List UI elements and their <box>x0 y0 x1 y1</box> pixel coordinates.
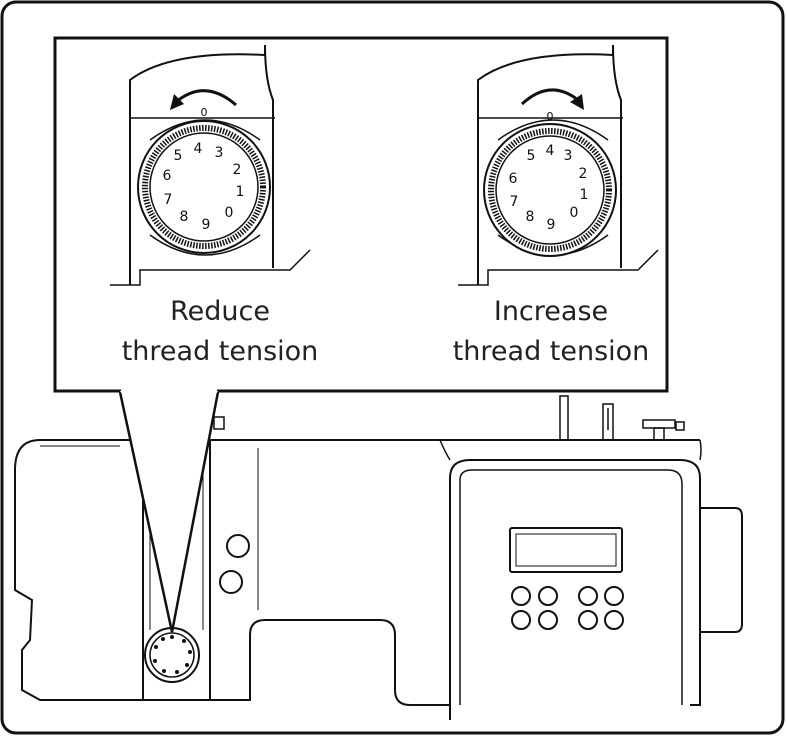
svg-text:0: 0 <box>225 205 234 221</box>
machine-button-upper <box>226 534 250 558</box>
svg-text:8: 8 <box>180 209 189 225</box>
increase-caption-line1: Increase <box>493 296 609 327</box>
machine-arm-lower <box>210 619 450 706</box>
svg-text:3: 3 <box>564 148 573 164</box>
svg-text:1: 1 <box>580 187 589 203</box>
svg-text:4: 4 <box>194 141 203 157</box>
keypad <box>511 586 624 630</box>
reduce-dial-numbers: 0 1 2 3 4 5 6 7 8 9 <box>163 141 245 233</box>
increase-dial-numbers: 0 1 2 3 4 5 6 7 8 9 <box>509 143 589 233</box>
increase-dial <box>483 123 617 257</box>
svg-text:6: 6 <box>163 168 172 184</box>
svg-text:2: 2 <box>233 162 242 178</box>
machine-right-head <box>449 459 701 720</box>
svg-text:6: 6 <box>509 171 518 187</box>
increase-caption-line2: thread tension <box>452 336 650 367</box>
svg-text:9: 9 <box>202 217 211 233</box>
svg-text:4: 4 <box>546 143 555 159</box>
increase-arrow <box>520 88 579 106</box>
svg-text:7: 7 <box>510 194 519 210</box>
increase-caption: Increase thread tension <box>431 292 671 372</box>
handwheel <box>700 507 743 633</box>
reduce-caption-line1: Reduce <box>170 296 270 327</box>
svg-text:9: 9 <box>547 217 556 233</box>
svg-text:3: 3 <box>215 145 224 161</box>
reduce-arrow <box>175 89 237 107</box>
sewing-machine <box>14 395 743 720</box>
svg-text:8: 8 <box>526 209 535 225</box>
reduce-caption: Reduce thread tension <box>100 292 340 372</box>
svg-text:5: 5 <box>527 148 536 164</box>
reduce-dial <box>137 120 271 254</box>
svg-text:5: 5 <box>174 148 183 164</box>
reduce-caption-line2: thread tension <box>121 336 319 367</box>
machine-left-cap <box>14 439 150 701</box>
lcd-display <box>509 527 623 573</box>
svg-text:7: 7 <box>164 192 173 208</box>
svg-text:1: 1 <box>236 184 245 200</box>
reduce-zero-mark: 0 <box>201 106 208 119</box>
machine-dial-ticks <box>153 635 192 674</box>
callout-pointer <box>120 391 218 632</box>
svg-text:2: 2 <box>579 166 588 182</box>
spool-pins <box>559 395 685 441</box>
increase-zero-mark: 0 <box>547 110 554 123</box>
svg-text:0: 0 <box>570 205 579 221</box>
machine-button-lower <box>219 570 243 594</box>
reduce-dial-panel <box>110 44 311 286</box>
